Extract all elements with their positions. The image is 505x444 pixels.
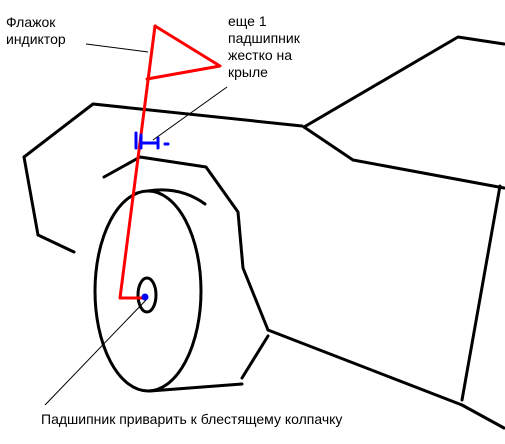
flag-indicator [118, 24, 222, 300]
pillar-line [460, 184, 502, 402]
fender-front-edge [22, 155, 76, 254]
fender-bearing [134, 131, 170, 150]
hub-cap [136, 276, 158, 314]
floor-line [460, 403, 505, 430]
wheel-arch-inner [102, 155, 270, 332]
body-bottom-line [240, 334, 270, 380]
bearings [134, 131, 170, 301]
body-lower-right [266, 328, 464, 407]
weld-bearing-label: Падшипник приварить к блестящему колпачк… [41, 411, 343, 427]
hub-bearing [141, 293, 149, 301]
fender-arch-outer [22, 102, 304, 159]
tire-front-face [93, 189, 203, 393]
flag-indicator-label: Флажок индиктор [6, 14, 66, 47]
extra-bearing-label: еще 1 падшипник жестко на крыле [228, 13, 300, 80]
hood-edge [302, 35, 505, 129]
leader-flag [85, 43, 149, 53]
leader-weld-bearing [44, 299, 147, 406]
door-line [302, 125, 505, 190]
leader-extra-bearing [152, 86, 228, 141]
flag-pole [118, 24, 157, 300]
tire-tread-top [146, 188, 207, 206]
tire-tread-bottom [148, 382, 244, 393]
flag-triangle [145, 24, 222, 81]
wheel [93, 188, 244, 393]
car-body-outline [22, 35, 505, 430]
leader-lines [44, 43, 228, 406]
